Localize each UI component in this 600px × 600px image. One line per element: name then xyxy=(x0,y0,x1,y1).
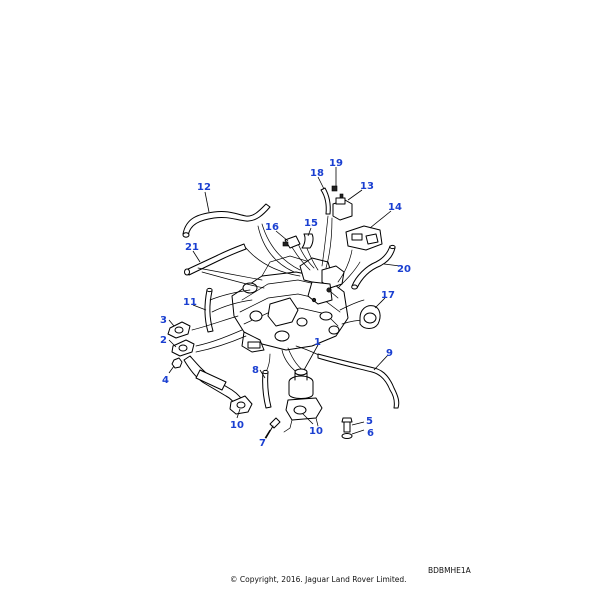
parts-illustration xyxy=(167,185,400,439)
callout-19: 19 xyxy=(329,158,343,169)
callout-3: 3 xyxy=(160,315,167,326)
callout-8: 8 xyxy=(252,365,259,376)
cap-17 xyxy=(359,305,381,329)
callout-1: 1 xyxy=(314,337,321,348)
callout-4: 4 xyxy=(162,375,169,386)
callout-17: 17 xyxy=(381,290,395,301)
clip-19 xyxy=(331,185,338,192)
callout-9: 9 xyxy=(386,348,393,359)
connector-16 xyxy=(282,235,301,249)
callout-11: 11 xyxy=(183,297,197,308)
egr-pipe-10-left xyxy=(183,355,253,415)
hose-15 xyxy=(301,233,314,249)
callout-10-right: 10 xyxy=(309,426,323,437)
leader-lines xyxy=(168,167,401,439)
washer-6 xyxy=(341,433,353,439)
hose-18 xyxy=(320,187,331,215)
nut-4 xyxy=(171,357,183,369)
valve-13 xyxy=(332,193,353,221)
callout-16: 16 xyxy=(265,222,279,233)
callout-5: 5 xyxy=(366,416,373,427)
pipe-9 xyxy=(317,353,400,409)
callout-20: 20 xyxy=(397,264,411,275)
callout-18: 18 xyxy=(310,168,324,179)
callout-12: 12 xyxy=(197,182,211,193)
egr-cooler-assembly xyxy=(231,255,349,353)
callout-7: 7 xyxy=(259,438,266,449)
reference-code: BDBMHE1A xyxy=(428,566,472,575)
bolt-7 xyxy=(265,417,281,439)
callout-15: 15 xyxy=(304,218,318,229)
hose-12 xyxy=(182,203,271,237)
egr-pipe-10-right xyxy=(283,397,323,433)
callout-10-left: 10 xyxy=(230,420,244,431)
hose-20 xyxy=(351,245,396,289)
gasket-2 xyxy=(171,339,195,357)
callout-13: 13 xyxy=(360,181,374,192)
callout-6: 6 xyxy=(367,428,374,439)
callout-2: 2 xyxy=(160,335,167,346)
hose-8 xyxy=(262,371,272,409)
egr-valve-1 xyxy=(288,368,314,399)
callout-21: 21 xyxy=(185,242,199,253)
gasket-3 xyxy=(167,321,191,339)
callouts: 1 2 3 4 5 6 7 8 9 10 10 11 12 13 14 15 1… xyxy=(160,158,411,449)
hose-21 xyxy=(185,243,247,276)
bracket-14 xyxy=(345,225,383,251)
bolt-5 xyxy=(341,417,353,433)
copyright-notice: © Copyright, 2016. Jaguar Land Rover Lim… xyxy=(230,575,407,584)
callout-14: 14 xyxy=(388,202,402,213)
